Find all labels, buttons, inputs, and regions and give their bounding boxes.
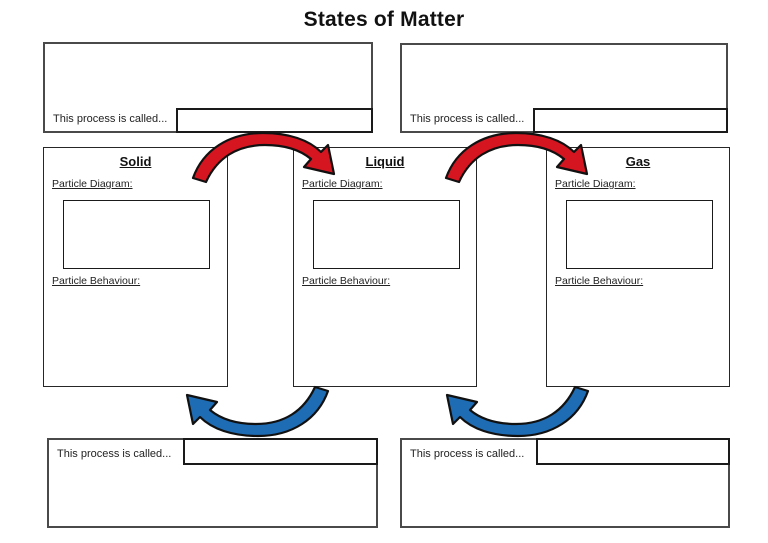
particle-diagram-label: Particle Diagram: [302,178,383,190]
process-answer-field[interactable] [533,108,728,133]
process-box-top-right: This process is called... [400,43,728,133]
process-label: This process is called... [57,448,172,460]
process-answer-field[interactable] [183,438,378,465]
state-title: Gas [625,154,651,169]
state-title: Liquid [365,154,405,169]
particle-diagram-area[interactable] [566,200,713,269]
process-box-bottom-right: This process is called... [400,438,730,528]
process-answer-field[interactable] [176,108,373,133]
process-label: This process is called... [410,448,525,460]
process-box-top-left: This process is called... [43,42,373,133]
particle-behaviour-label: Particle Behaviour: [52,275,141,287]
particle-behaviour-area[interactable] [48,291,223,382]
particle-diagram-label: Particle Diagram: [52,178,133,190]
arrow-liquid-to-solid-icon [185,385,330,438]
process-label: This process is called... [410,113,525,125]
particle-behaviour-area[interactable] [298,291,472,382]
arrow-gas-to-liquid-icon [445,385,590,438]
process-label: This process is called... [53,113,168,125]
state-box-liquid: Liquid Particle Diagram: Particle Behavi… [293,147,477,387]
page-title: States of Matter [303,8,465,31]
particle-diagram-area[interactable] [313,200,460,269]
state-box-gas: Gas Particle Diagram: Particle Behaviour… [546,147,730,387]
process-answer-field[interactable] [536,438,730,465]
process-box-bottom-left: This process is called... [47,438,378,528]
state-title: Solid [119,154,152,169]
state-box-solid: Solid Particle Diagram: Particle Behavio… [43,147,228,387]
particle-behaviour-label: Particle Behaviour: [555,275,644,287]
particle-behaviour-area[interactable] [551,291,725,382]
particle-diagram-area[interactable] [63,200,210,269]
particle-diagram-label: Particle Diagram: [555,178,636,190]
particle-behaviour-label: Particle Behaviour: [302,275,391,287]
